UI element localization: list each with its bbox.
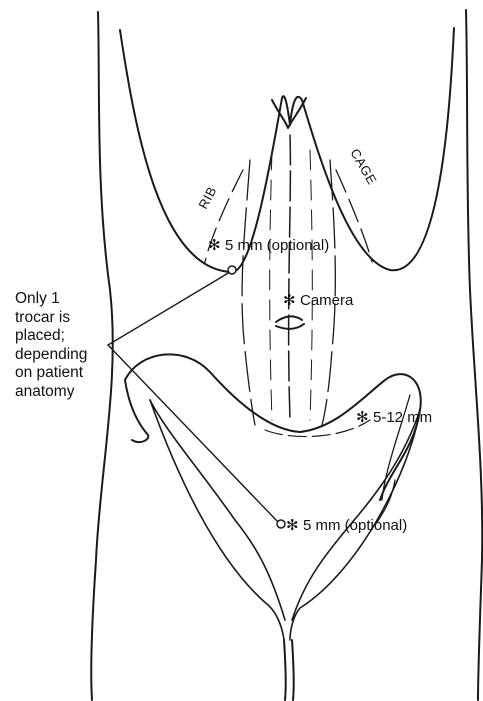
callout-line: depending (15, 346, 125, 365)
rectus-line-left (242, 160, 255, 425)
port-label: Camera (300, 292, 354, 309)
callout-line-upper (108, 272, 230, 345)
leg-split-right (292, 640, 294, 700)
pelvic-outline-right (300, 374, 421, 500)
cage-label: CAGE (347, 146, 379, 187)
rib-cage-right-arc (290, 28, 454, 270)
linea-alba (289, 135, 291, 420)
asterisk-icon: ✻ (283, 292, 296, 309)
asterisk-icon: ✻ (208, 237, 221, 254)
port-label: 5-12 mm (373, 409, 432, 426)
rectus-line-inner-right (310, 150, 312, 420)
callout-line: trocar is (15, 309, 125, 328)
port-camera: ✻ Camera (283, 292, 354, 309)
callout-line: Only 1 (15, 290, 125, 309)
callout-line: anatomy (15, 383, 125, 402)
pelvic-outline-left (125, 354, 300, 432)
asterisk-icon: ✻ (356, 409, 369, 426)
port-right: ✻ 5-12 mm (356, 409, 432, 426)
iliac-line-left (150, 400, 285, 620)
port-upper-left: ✻ 5 mm (optional) (208, 237, 329, 254)
torso-right-outline (466, 10, 482, 700)
callout-line: on patient (15, 364, 125, 383)
port-lower: ✻ 5 mm (optional) (286, 517, 407, 534)
callout-line: placed; (15, 327, 125, 346)
iliac-line-right (292, 410, 420, 620)
umbilicus (276, 316, 304, 328)
rib-label: RIB (195, 184, 219, 212)
port-circle-upper (228, 266, 236, 274)
hip-bulge-left (125, 380, 148, 442)
leg-split-left (284, 640, 286, 700)
port-circle-lower (277, 520, 285, 528)
rib-cage-left-arc (120, 30, 290, 272)
inguinal-fold-left (150, 400, 284, 640)
port-label: 5 mm (optional) (225, 237, 329, 254)
port-label: 5 mm (optional) (303, 517, 407, 534)
asterisk-icon: ✻ (286, 517, 299, 534)
trocar-callout: Only 1 trocar is placed; depending on pa… (15, 290, 125, 401)
callout-line-lower (108, 345, 278, 522)
rectus-line-inner-left (270, 150, 272, 420)
